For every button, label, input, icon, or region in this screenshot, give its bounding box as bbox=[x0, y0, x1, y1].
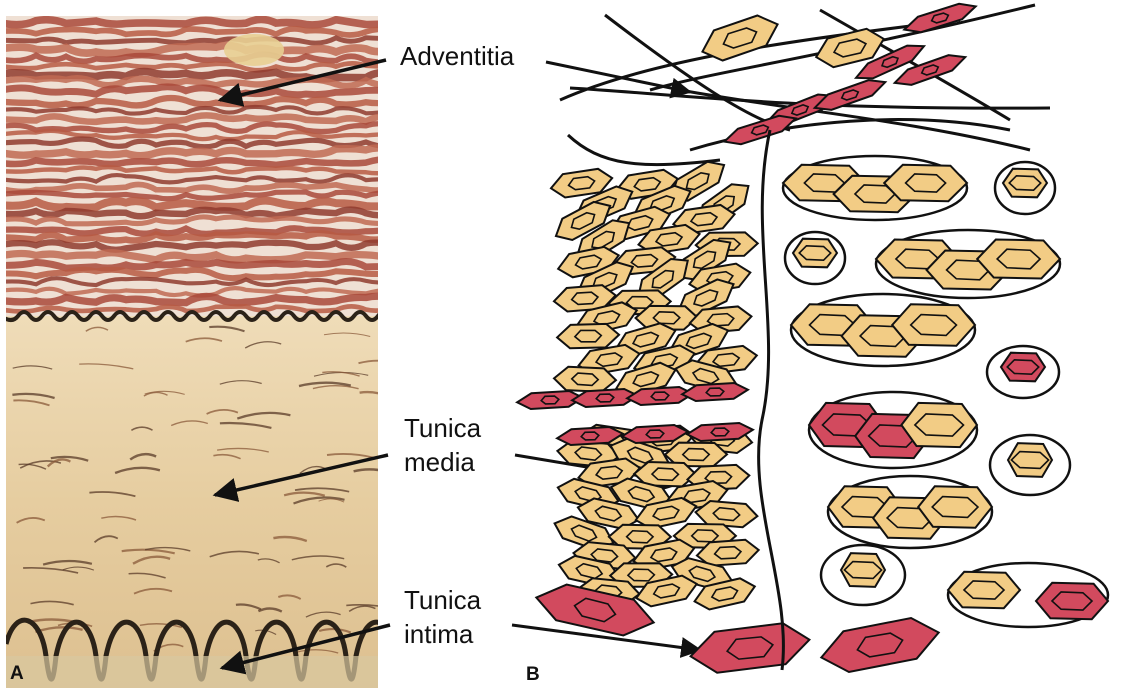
intima-endothelial-cell bbox=[817, 612, 943, 678]
cross-section-cell bbox=[884, 165, 967, 201]
label-adventitia: Adventitia bbox=[400, 40, 514, 72]
micrograph-image bbox=[6, 16, 378, 688]
panel-letter-b: B bbox=[526, 664, 540, 686]
cross-section-cell bbox=[892, 304, 975, 346]
collagen-band bbox=[6, 19, 378, 24]
cross-section-cell bbox=[948, 572, 1020, 608]
label-tunica-intima-line1: Tunica bbox=[404, 584, 481, 616]
schematic-panel-b bbox=[490, 0, 1128, 691]
label-tunica-intima-line2: intima bbox=[404, 618, 473, 650]
cross-section-cell bbox=[901, 403, 977, 447]
section-boundary-line bbox=[759, 130, 784, 670]
intima-endothelial-cell bbox=[688, 619, 813, 677]
adventitia-fibers bbox=[560, 5, 1050, 165]
label-tunica-media-line1: Tunica bbox=[404, 412, 481, 444]
adventitia-cells bbox=[697, 0, 978, 149]
cross-section-cell bbox=[977, 240, 1060, 279]
fibroblast bbox=[697, 9, 783, 66]
cross-section-cell bbox=[841, 553, 885, 587]
cross-section-cells bbox=[783, 156, 1108, 627]
cross-section-cell bbox=[1008, 443, 1052, 477]
label-tunica-media-line2: media bbox=[404, 446, 475, 478]
cross-section-cell bbox=[1001, 353, 1045, 382]
micrograph-panel-a bbox=[6, 16, 378, 688]
panel-letter-a: A bbox=[10, 663, 24, 685]
longitudinal-section-cells bbox=[517, 155, 760, 613]
vasa-vasorum bbox=[224, 34, 284, 66]
adventitia-endothelial-cell bbox=[902, 0, 978, 37]
cross-section-cell bbox=[918, 486, 992, 528]
cross-section-cell bbox=[1036, 583, 1108, 619]
tunica-intima-layer bbox=[6, 656, 378, 688]
cross-section-cell bbox=[793, 239, 837, 268]
adventitia-fiber bbox=[568, 135, 720, 165]
smooth-muscle-cell bbox=[557, 323, 620, 350]
smooth-muscle-cell bbox=[554, 366, 617, 392]
cross-section-cell bbox=[1003, 169, 1047, 198]
